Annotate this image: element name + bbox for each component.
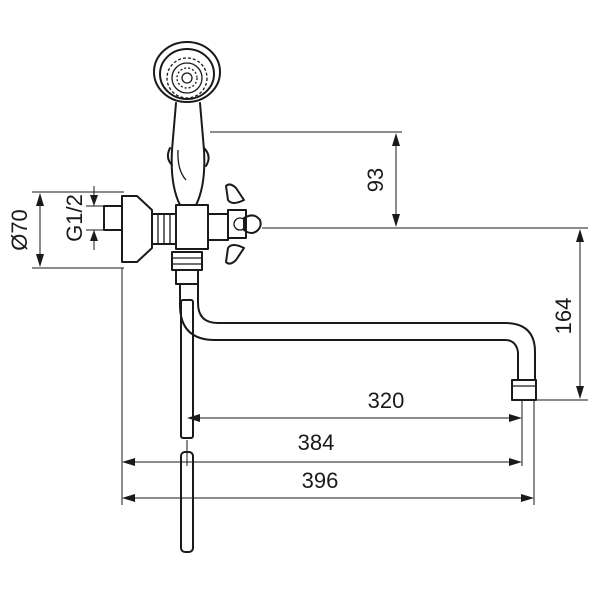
- total-reach-label: 396: [302, 468, 339, 493]
- thread-label: G1/2: [62, 194, 87, 242]
- spout-reach-label: 320: [368, 388, 405, 413]
- hand-shower: [153, 41, 221, 206]
- handshower-height-label: 93: [363, 168, 388, 192]
- wall-flange: [103, 195, 153, 263]
- cross-handle: [225, 183, 262, 265]
- spout-drop-label: 164: [551, 298, 576, 335]
- spout: [179, 283, 537, 401]
- reach-to-axis-label: 384: [298, 430, 335, 455]
- dimension-thread: G1/2: [62, 186, 104, 250]
- diameter-label: Ø70: [7, 209, 32, 251]
- valve-body: [151, 204, 229, 285]
- dimension-spout-drop: 164: [402, 227, 588, 401]
- dimension-reach-to-axis: 384: [122, 430, 522, 466]
- dimension-total-reach: 396: [122, 468, 534, 502]
- dimension-diameter: Ø70: [7, 191, 124, 269]
- dimension-spout-reach: 320: [187, 388, 522, 422]
- dimension-handshower-height: 93: [210, 131, 402, 229]
- shower-hose: [180, 299, 194, 553]
